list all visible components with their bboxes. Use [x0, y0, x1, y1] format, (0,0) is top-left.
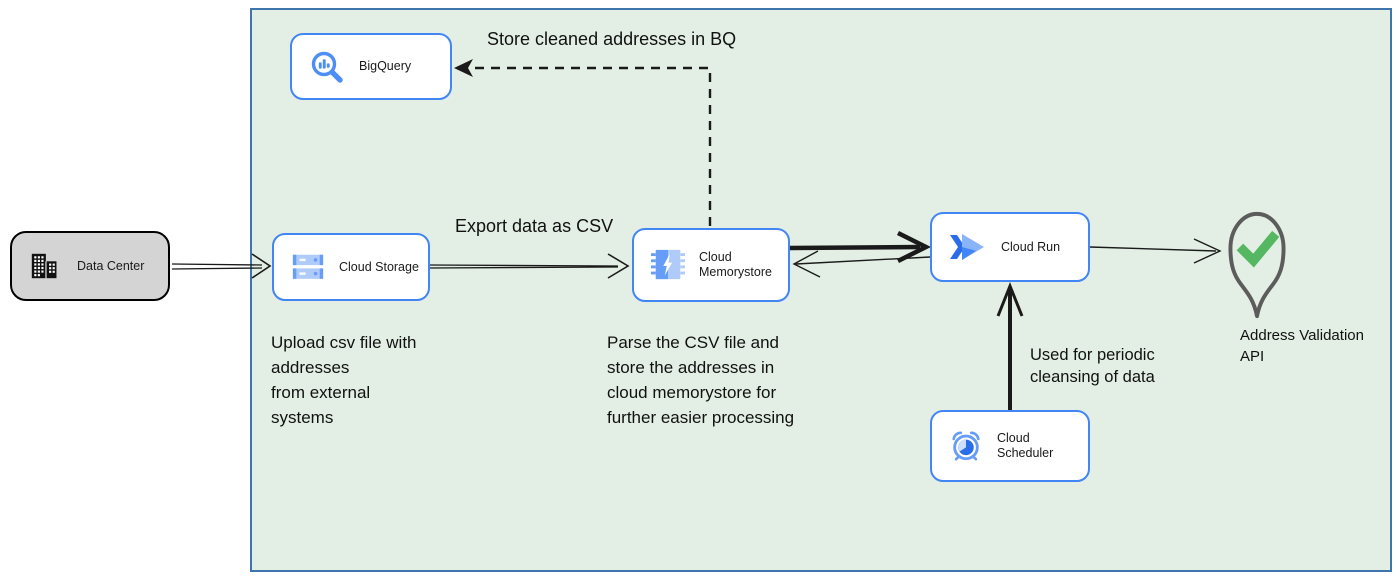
- annotation-periodic-note[interactable]: Used for periodic cleansing of data: [1030, 346, 1155, 386]
- edge-run-to-validation-api[interactable]: [1089, 238, 1222, 264]
- cloud-storage-icon: [291, 252, 325, 282]
- edge-memorystore-to-run[interactable]: [789, 230, 932, 264]
- edge-scheduler-to-run[interactable]: [996, 281, 1024, 410]
- memorystore-chip-icon: [651, 248, 685, 282]
- node-label: BigQuery: [359, 59, 412, 73]
- cloud-run-icon: [949, 232, 987, 262]
- edge-datacenter-to-storage[interactable]: [171, 253, 272, 279]
- node-cloud-run[interactable]: Cloud Run: [930, 212, 1090, 282]
- edge-memorystore-to-bigquery-dashed[interactable]: [454, 59, 712, 226]
- node-label: Cloud Scheduler: [997, 431, 1054, 460]
- bigquery-icon: [309, 49, 345, 85]
- node-address-validation-api[interactable]: [1222, 206, 1292, 326]
- annotation-parse-note[interactable]: Parse the CSV file and store the address…: [607, 333, 795, 427]
- node-bigquery[interactable]: BigQuery: [290, 33, 452, 100]
- annotation-store-bq[interactable]: Store cleaned addresses in BQ: [487, 29, 737, 49]
- building-icon: [29, 251, 59, 281]
- node-cloud-scheduler[interactable]: Cloud Scheduler: [930, 410, 1090, 482]
- edge-run-to-memorystore[interactable]: [792, 250, 931, 278]
- annotation-export-csv[interactable]: Export data as CSV: [455, 216, 614, 236]
- location-pin-check-icon: [1222, 206, 1292, 326]
- node-label: Data Center: [77, 258, 145, 273]
- address-validation-api-label[interactable]: Address Validation API: [1240, 327, 1364, 365]
- alarm-clock-icon: [949, 429, 983, 463]
- node-cloud-storage[interactable]: Cloud Storage: [272, 233, 430, 301]
- node-cloud-memorystore[interactable]: Cloud Memorystore: [632, 228, 790, 302]
- annotation-upload-note[interactable]: Upload csv file with addresses from exte…: [271, 333, 417, 427]
- gcp-boundary-box[interactable]: [250, 8, 1392, 572]
- node-label: Cloud Run: [1001, 239, 1061, 254]
- node-label: Cloud Memorystore: [699, 250, 772, 279]
- node-data-center[interactable]: Data Center: [10, 231, 170, 301]
- node-label: Cloud Storage: [339, 259, 419, 274]
- edge-storage-to-memorystore[interactable]: [429, 253, 630, 279]
